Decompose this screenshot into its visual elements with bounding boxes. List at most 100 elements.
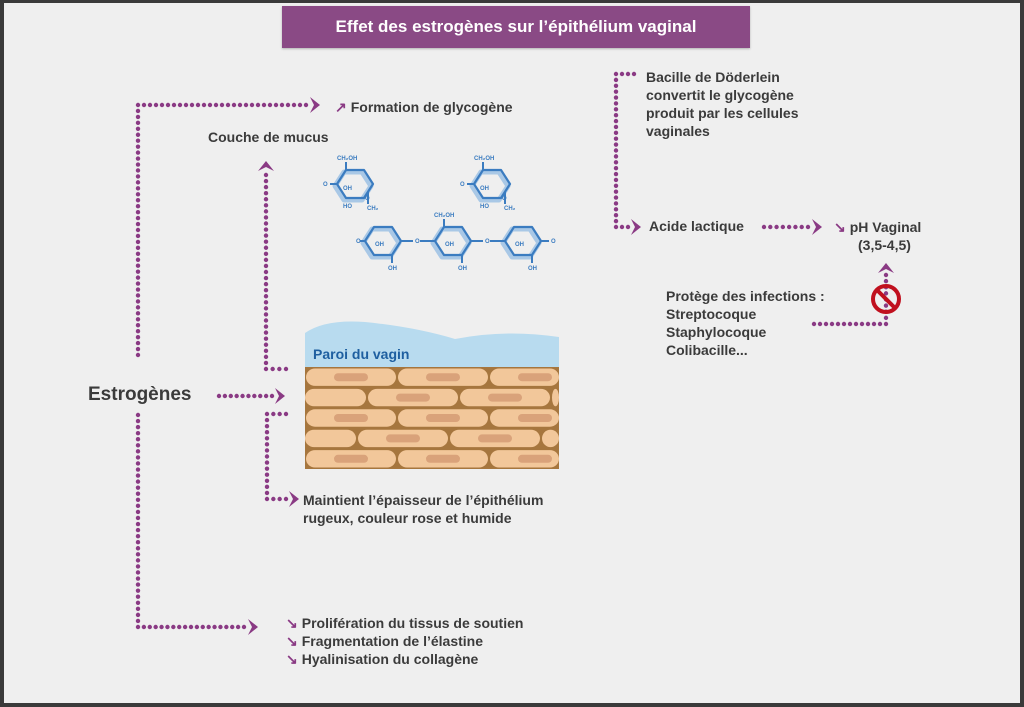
arrowhead-right-icon — [310, 97, 320, 113]
connector-dot — [613, 201, 619, 206]
connector-dot — [303, 102, 309, 108]
forbidden-icon — [871, 284, 901, 314]
connector-dot — [277, 496, 282, 502]
connector-dot — [135, 150, 141, 155]
connector-dot — [264, 430, 270, 435]
connector-dot — [847, 321, 853, 327]
connector-dot — [135, 198, 141, 203]
connector-dot — [613, 124, 619, 130]
connector-dot — [153, 102, 159, 108]
connector-dot — [135, 558, 141, 563]
epithelium-effect-label: Maintient l’épaisseur de l’épithélium ru… — [303, 492, 544, 526]
connector-dot — [135, 449, 141, 454]
oh-label: OH — [388, 266, 397, 272]
connector-dot — [159, 624, 164, 630]
connector-dot — [135, 461, 141, 466]
connector-dot — [264, 411, 270, 417]
arrowhead-up-icon — [258, 161, 274, 171]
connector-dot — [183, 102, 189, 108]
connector-dot — [135, 479, 141, 484]
connector-dot — [263, 209, 269, 214]
cell-nucleus — [518, 414, 552, 422]
glycogen-formation-label: ↗Formation de glycogène — [335, 99, 513, 115]
connector-dot — [625, 71, 631, 77]
connector-dot — [135, 221, 141, 227]
connector-dot — [235, 624, 241, 630]
connector-dot — [277, 411, 282, 417]
connector-dot — [829, 321, 835, 327]
wall-to-mucus-line — [263, 172, 289, 372]
connector-dot — [135, 239, 141, 245]
connector-dot — [613, 160, 619, 165]
connector-dot — [135, 576, 141, 581]
connector-dot — [263, 360, 269, 366]
connector-dot — [613, 95, 619, 100]
connector-dot — [613, 136, 619, 141]
cell-nucleus — [518, 373, 552, 382]
connector-dot — [263, 342, 269, 347]
connector-dot — [171, 624, 176, 630]
connector-dot — [135, 203, 141, 209]
connector-dot — [135, 168, 141, 173]
connector-dot — [263, 251, 269, 257]
connector-dot — [261, 102, 267, 108]
connector-dot — [249, 102, 255, 108]
connector-dot — [135, 311, 141, 316]
connector-dot — [263, 197, 269, 202]
connector-dot — [135, 491, 141, 496]
connector-dot — [805, 224, 811, 230]
connector-dot — [264, 466, 270, 471]
connector-dot — [264, 442, 270, 447]
wall-to-epithelium-line — [264, 411, 289, 502]
connector-dot — [263, 287, 269, 293]
connector-dot — [277, 366, 282, 372]
tissue-effects-list: ↘Prolifération du tissus de soutien ↘Fra… — [286, 614, 523, 668]
doderlein-bacteria-label: Bacille de Döderlein convertit le glycog… — [646, 69, 799, 139]
connector-dot — [171, 102, 177, 108]
arrowhead-right-icon — [289, 491, 299, 507]
connector-dot — [241, 624, 247, 630]
connector-dot — [613, 195, 619, 200]
decrease-arrow-icon: ↘ — [834, 219, 846, 235]
connector-dot — [135, 334, 141, 340]
connector-dot — [283, 411, 289, 417]
connector-dot — [835, 321, 841, 327]
connector-dot — [613, 224, 619, 230]
connector-dot — [613, 101, 619, 106]
connector-dot — [218, 624, 223, 630]
connector-dot — [135, 328, 141, 334]
connector-dot — [225, 102, 231, 108]
connector-dot — [273, 102, 279, 108]
connector-dot — [283, 496, 289, 502]
connector-dot — [135, 473, 141, 478]
connector-dot — [263, 203, 269, 208]
connector-dot — [194, 624, 200, 630]
list-item: ↘Prolifération du tissus de soutien — [286, 615, 524, 631]
connector-dot — [264, 448, 270, 453]
connector-dot — [761, 224, 767, 230]
list-item: ↘Fragmentation de l’élastine — [286, 633, 483, 649]
connector-dot — [270, 366, 275, 372]
decrease-arrow-icon: ↘ — [286, 615, 298, 631]
connector-dot — [135, 570, 141, 575]
connector-dot — [263, 336, 269, 341]
connector-dot — [243, 102, 249, 108]
connector-dot — [613, 77, 619, 83]
connector-dot — [135, 132, 141, 137]
connector-dot — [613, 89, 619, 94]
connector-dot — [135, 624, 141, 630]
connector-dot — [135, 527, 141, 533]
cell-nucleus — [426, 373, 460, 382]
connector-dot — [135, 588, 141, 593]
connector-dot — [200, 624, 205, 630]
bacteria-to-lactic-line — [613, 71, 637, 230]
oh-label: OH — [528, 266, 537, 272]
connector-dot — [263, 184, 269, 190]
connector-dot — [258, 393, 263, 399]
oh-label: OH — [480, 186, 489, 192]
connector-dot — [780, 224, 786, 230]
oxygen-label: O — [323, 182, 328, 188]
connector-dot — [263, 172, 269, 178]
connector-dot — [793, 224, 798, 230]
connector-dot — [246, 393, 251, 399]
